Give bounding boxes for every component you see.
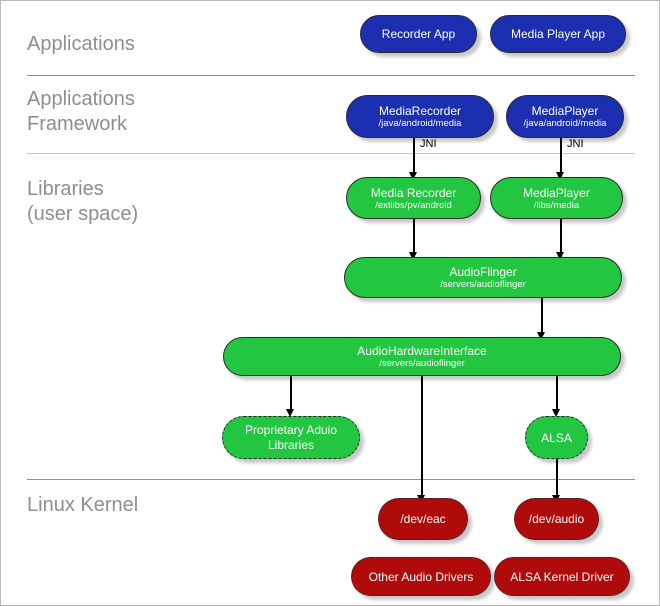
arrowhead-audioflinger-left bbox=[409, 252, 417, 260]
node-mediarecorder-framework-title: MediaRecorder bbox=[378, 104, 462, 118]
node-mediaplayer-lib-title: MediaPlayer bbox=[523, 185, 590, 200]
node-mediaplayer-framework-title: MediaPlayer bbox=[531, 104, 599, 118]
edge-label-jni-player: JNI bbox=[567, 138, 584, 150]
connector-audiohardwareinterface-to-proprietary-libraries bbox=[290, 376, 292, 412]
connector-mediaplayer-lib-to-audioflinger bbox=[560, 219, 562, 257]
node-mediaplayer-lib-path: /libs/media bbox=[533, 199, 580, 211]
connector-mediarecorder-to-media-recorder-lib bbox=[413, 138, 415, 176]
node-mediarecorder-framework-path: /java/android/media bbox=[378, 118, 462, 129]
edge-label-jni-recorder: JNI bbox=[420, 138, 437, 150]
node-alsa-kernel-driver[interactable]: ALSA Kernel Driver bbox=[494, 557, 630, 596]
arrowhead-alsa bbox=[552, 409, 560, 417]
divider-applications bbox=[27, 75, 635, 76]
node-audioflinger-path: /servers/audioflinger bbox=[440, 279, 526, 290]
node-audiohardwareinterface-title: AudioHardwareInterface bbox=[357, 344, 487, 358]
connector-audiohardwareinterface-to-alsa bbox=[556, 376, 558, 412]
divider-linux-kernel bbox=[27, 479, 635, 480]
node-proprietary-audio-libraries-title: Proprietary Aduio Libraries bbox=[244, 422, 338, 452]
node-audiohardwareinterface[interactable]: AudioHardwareInterface /servers/audiofli… bbox=[223, 337, 621, 376]
tier-label-applications-framework: Applications Framework bbox=[27, 88, 135, 135]
node-recorder-app-title: Recorder App bbox=[381, 27, 456, 41]
node-media-recorder-lib-path: /extlibs/pv/android bbox=[375, 199, 452, 211]
arrowhead-proprietary-libraries bbox=[286, 409, 294, 417]
arrowhead-mediaplayer-lib bbox=[556, 172, 564, 180]
connector-mediaplayer-to-mediaplayer-lib bbox=[560, 138, 562, 176]
node-proprietary-audio-libraries[interactable]: Proprietary Aduio Libraries bbox=[222, 416, 360, 459]
node-dev-eac[interactable]: /dev/eac bbox=[378, 498, 468, 540]
node-alsa-kernel-driver-title: ALSA Kernel Driver bbox=[510, 569, 614, 584]
arrowhead-media-recorder-lib bbox=[409, 172, 417, 180]
tier-label-libraries: Libraries (user space) bbox=[27, 178, 139, 225]
node-media-player-app[interactable]: Media Player App bbox=[490, 15, 626, 53]
node-media-recorder-lib-title: Media Recorder bbox=[370, 185, 457, 200]
connector-media-recorder-lib-to-audioflinger bbox=[413, 219, 415, 257]
divider-applications-framework bbox=[27, 153, 635, 154]
node-alsa[interactable]: ALSA bbox=[525, 416, 588, 459]
node-other-audio-drivers-title: Other Audio Drivers bbox=[368, 569, 474, 584]
node-media-recorder-lib[interactable]: Media Recorder /extlibs/pv/android bbox=[346, 177, 481, 219]
node-media-player-app-title: Media Player App bbox=[510, 27, 606, 41]
connector-alsa-to-dev-audio bbox=[556, 458, 558, 498]
node-recorder-app[interactable]: Recorder App bbox=[360, 15, 477, 53]
tier-label-linux-kernel: Linux Kernel bbox=[27, 494, 139, 516]
node-mediaplayer-framework[interactable]: MediaPlayer /java/android/media bbox=[506, 95, 624, 138]
node-mediarecorder-framework[interactable]: MediaRecorder /java/android/media bbox=[346, 95, 494, 138]
node-other-audio-drivers[interactable]: Other Audio Drivers bbox=[351, 557, 491, 596]
connector-audiohardwareinterface-to-dev-eac bbox=[421, 376, 423, 498]
node-mediaplayer-framework-path: /java/android/media bbox=[523, 118, 607, 129]
node-alsa-title: ALSA bbox=[541, 430, 572, 445]
node-audiohardwareinterface-path: /servers/audioflinger bbox=[379, 358, 465, 369]
arrowhead-audioflinger-right bbox=[556, 252, 564, 260]
node-audioflinger[interactable]: AudioFlinger /servers/audioflinger bbox=[344, 257, 622, 298]
node-audioflinger-title: AudioFlinger bbox=[449, 265, 517, 279]
arrowhead-audiohardwareinterface bbox=[537, 332, 545, 340]
node-dev-audio[interactable]: /dev/audio bbox=[514, 498, 599, 540]
connector-audioflinger-to-audiohardwareinterface bbox=[541, 298, 543, 336]
tier-label-applications: Applications bbox=[27, 33, 135, 55]
node-mediaplayer-lib[interactable]: MediaPlayer /libs/media bbox=[490, 177, 623, 219]
node-dev-audio-title: /dev/audio bbox=[528, 512, 585, 526]
node-dev-eac-title: /dev/eac bbox=[400, 512, 446, 526]
